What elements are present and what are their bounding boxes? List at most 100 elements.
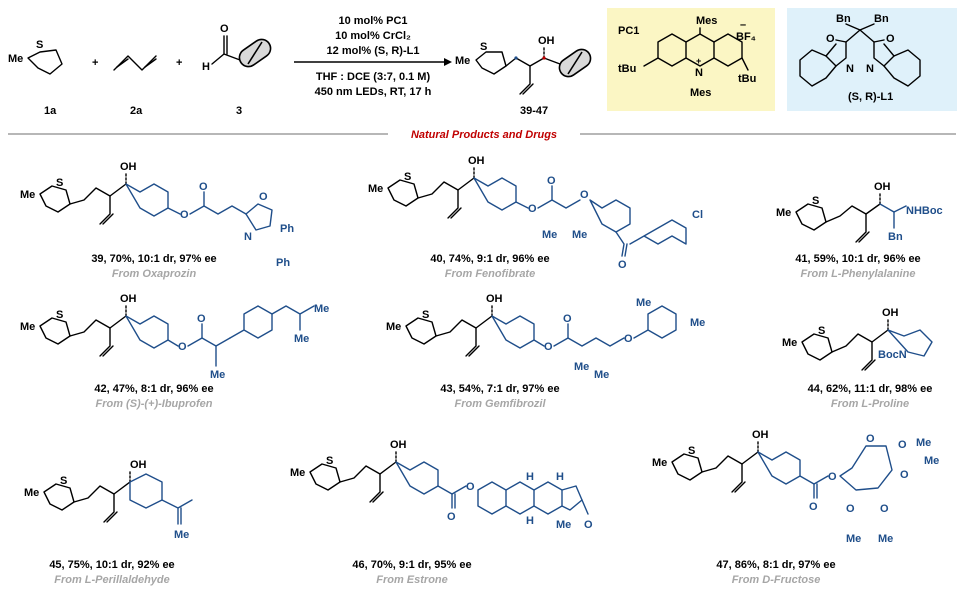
- ether-oxygen: O: [580, 189, 589, 201]
- compound-caption: 41, 59%, 10:1 dr, 96% ee: [795, 253, 920, 265]
- ketone-oxygen: O: [584, 519, 593, 531]
- compound-caption: 42, 47%, 8:1 dr, 96% ee: [94, 383, 213, 395]
- carbonyl-oxygen: O: [199, 181, 208, 193]
- methyl-label: Me: [782, 337, 797, 349]
- oxazole-oxygen: O: [259, 191, 268, 203]
- reactant-3: O H 3: [202, 23, 272, 117]
- bn-right: Bn: [874, 13, 889, 25]
- compound-45: Me S OH Me 45, 75%, 10:1 dr, 92% ee From…: [24, 459, 193, 586]
- sulfur-label: S: [36, 39, 43, 51]
- compound-44: Me S OH BocN 44, 62%, 11:1 dr, 98% ee Fr…: [782, 307, 933, 410]
- compound-caption: 45, 75%, 10:1 dr, 92% ee: [49, 559, 174, 571]
- compound-41: Me S OH NHBoc Bn 41, 59%, 10:1 dr, 96% e…: [776, 181, 943, 280]
- methyl-label: Me: [776, 207, 791, 219]
- compound-caption: 39, 70%, 10:1 dr, 97% ee: [91, 253, 216, 265]
- methyl-label: Me: [652, 457, 667, 469]
- reactant-1a: Me S 1a: [8, 39, 63, 117]
- hydrogen-label: H: [202, 61, 210, 73]
- benzyl-label: Bn: [888, 231, 903, 243]
- general-product: Me S OH 39-47: [455, 35, 592, 117]
- substituent-pill-icon: [558, 48, 592, 78]
- sulfur-label: S: [60, 475, 67, 487]
- acetonide-oxygen-1: O: [898, 439, 907, 451]
- sulfur-label: S: [404, 171, 411, 183]
- condition-4: THF : DCE (3:7, 0.1 M): [316, 71, 431, 83]
- section-divider: Natural Products and Drugs: [8, 129, 956, 141]
- isobutyl-methyl-1: Me: [314, 303, 329, 315]
- bf4-minus: –: [740, 19, 746, 31]
- hydroxyl-label: OH: [120, 293, 137, 305]
- acetonide-oxygen-4: O: [880, 503, 889, 515]
- nhboc-label: NHBoc: [906, 205, 943, 217]
- reactant-1a-label: 1a: [44, 105, 57, 117]
- phenyl-2: Ph: [276, 257, 290, 269]
- acetonide-methyl-4: Me: [878, 533, 893, 545]
- ketone-oxygen: O: [618, 259, 627, 271]
- compound-caption: 44, 62%, 11:1 dr, 98% ee: [808, 383, 933, 395]
- oxazoline-n-right: N: [866, 63, 874, 75]
- methyl-label: Me: [20, 321, 35, 333]
- acridinium-nitrogen: N: [695, 67, 703, 79]
- compound-source: From L-Proline: [831, 398, 909, 410]
- alpha-methyl: Me: [210, 369, 225, 381]
- compound-43: Me S OH O O Me Me O Me Me 43, 54%, 7:1 d…: [386, 293, 705, 410]
- methyl-label: Me: [386, 321, 401, 333]
- pc1-catalyst-box: PC1 Mes – BF₄ tBu tBu N + Mes: [607, 8, 775, 111]
- bf4-anion: BF₄: [736, 31, 756, 43]
- reaction-conditions: 10 mol% PC1 10 mol% CrCl₂ 12 mol% (S, R)…: [294, 15, 452, 98]
- ester-oxygen: O: [466, 481, 475, 493]
- carbonyl-oxygen: O: [447, 511, 456, 523]
- acetonide-oxygen-3: O: [846, 503, 855, 515]
- condition-2: 10 mol% CrCl₂: [335, 30, 411, 42]
- tbu-right: tBu: [738, 73, 756, 85]
- phenyl-1: Ph: [280, 223, 294, 235]
- carbonyl-oxygen: O: [563, 313, 572, 325]
- ester-oxygen: O: [828, 471, 837, 483]
- compound-caption: 40, 74%, 9:1 dr, 96% ee: [430, 253, 549, 265]
- compound-39: Me S OH O O O N Ph Ph 39, 70%, 10:1 dr, …: [20, 161, 294, 280]
- reactant-2a-label: 2a: [130, 105, 143, 117]
- aryl-methyl-1: Me: [636, 297, 651, 309]
- ring-oxygen: O: [866, 433, 875, 445]
- compound-42: Me S OH O O Me Me Me 42, 47%, 8:1 dr, 96…: [20, 293, 329, 410]
- sulfur-label: S: [422, 309, 429, 321]
- ether-oxygen: O: [624, 333, 633, 345]
- methyl-label: Me: [8, 53, 23, 65]
- methyl-label: Me: [368, 183, 383, 195]
- carbonyl-oxygen: O: [197, 313, 206, 325]
- oxygen-label: O: [220, 23, 229, 35]
- isopropenyl-methyl: Me: [174, 529, 189, 541]
- oxazoline-o-right: O: [886, 33, 895, 45]
- compound-40: Me S OH O O Me Me O O Cl 40, 74%, 9:1 dr…: [368, 155, 703, 280]
- l1-ligand-box: Bn Bn O O N N (S, R)-L1: [787, 8, 957, 111]
- compound-source: From (S)-(+)-Ibuprofen: [95, 398, 212, 410]
- hydroxyl-label: OH: [882, 307, 899, 319]
- product-label: 39-47: [520, 105, 548, 117]
- mes-top-label: Mes: [696, 15, 717, 27]
- oxazoline-o-left: O: [826, 33, 835, 45]
- condition-1: 10 mol% PC1: [338, 15, 407, 27]
- section-title: Natural Products and Drugs: [411, 129, 557, 141]
- sulfur-label: S: [818, 325, 825, 337]
- ester-oxygen: O: [178, 341, 187, 353]
- compound-caption: 47, 86%, 8:1 dr, 97% ee: [716, 559, 835, 571]
- condition-3: 12 mol% (S, R)-L1: [327, 45, 420, 57]
- acetonide-oxygen-2: O: [900, 469, 909, 481]
- compound-source: From L-Phenylalanine: [801, 268, 916, 280]
- angular-methyl: Me: [556, 519, 571, 531]
- sulfur-label: S: [56, 177, 63, 189]
- methyl-label: Me: [290, 467, 305, 479]
- compound-46: Me S OH O O O H H H Me 46, 70%, 9:1 dr, …: [290, 439, 593, 586]
- bn-left: Bn: [836, 13, 851, 25]
- ester-oxygen: O: [544, 341, 553, 353]
- hydroxyl-label: OH: [390, 439, 407, 451]
- hydroxyl-label: OH: [752, 429, 769, 441]
- ring-hydrogen-2: H: [556, 471, 564, 483]
- hydroxyl-label: OH: [468, 155, 485, 167]
- methyl-b: Me: [572, 229, 587, 241]
- sulfur-label: S: [812, 195, 819, 207]
- mes-bottom-label: Mes: [690, 87, 711, 99]
- product-hydroxyl: OH: [538, 35, 555, 47]
- acetonide-methyl-3: Me: [846, 533, 861, 545]
